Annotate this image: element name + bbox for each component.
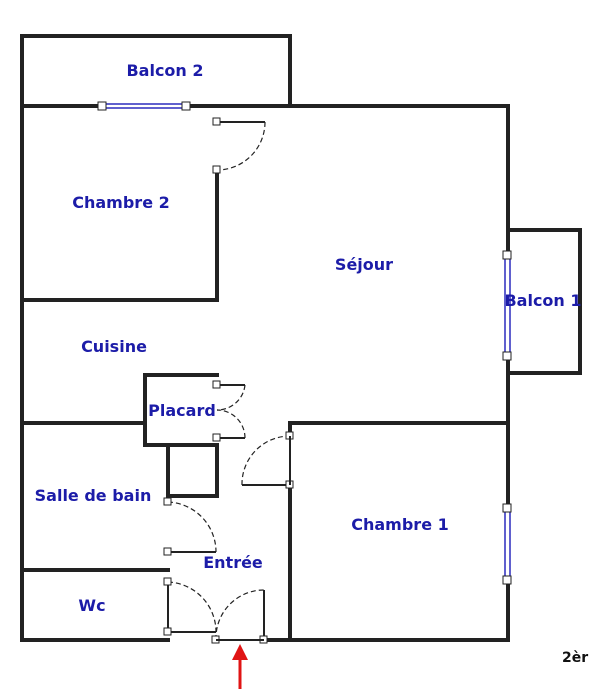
balcon-2-walls (20, 34, 292, 108)
room-label-cuisine: Cuisine (81, 337, 147, 356)
exterior-walls (20, 104, 510, 642)
doors (163, 117, 294, 644)
room-label-balcon-1: Balcon 1 (504, 291, 581, 310)
room-label-salle-de-bain: Salle de bain (35, 486, 152, 505)
floor-label: 2èr (562, 650, 588, 666)
door-wc (163, 577, 217, 636)
windows (97, 101, 512, 585)
room-label-balcon-2: Balcon 2 (126, 61, 203, 80)
room-label-placard: Placard (148, 401, 216, 420)
window-chambre-1 (502, 503, 512, 585)
room-label-entree: Entrée (203, 553, 263, 572)
room-label-chambre-2: Chambre 2 (72, 193, 170, 212)
window-balcon-1 (502, 250, 512, 361)
door-chambre-2 (212, 117, 266, 174)
door-entree (163, 589, 268, 644)
room-label-sejour: Séjour (335, 255, 393, 274)
window-balcon-2 (97, 101, 191, 111)
room-label-wc: Wc (78, 596, 105, 615)
door-placard (212, 380, 246, 442)
door-salle-de-bain (163, 497, 217, 556)
entry-arrow (232, 644, 248, 689)
room-label-chambre-1: Chambre 1 (351, 515, 449, 534)
interior-walls (20, 168, 510, 642)
balcon-1-walls (506, 228, 582, 375)
door-chambre-1 (241, 431, 294, 489)
